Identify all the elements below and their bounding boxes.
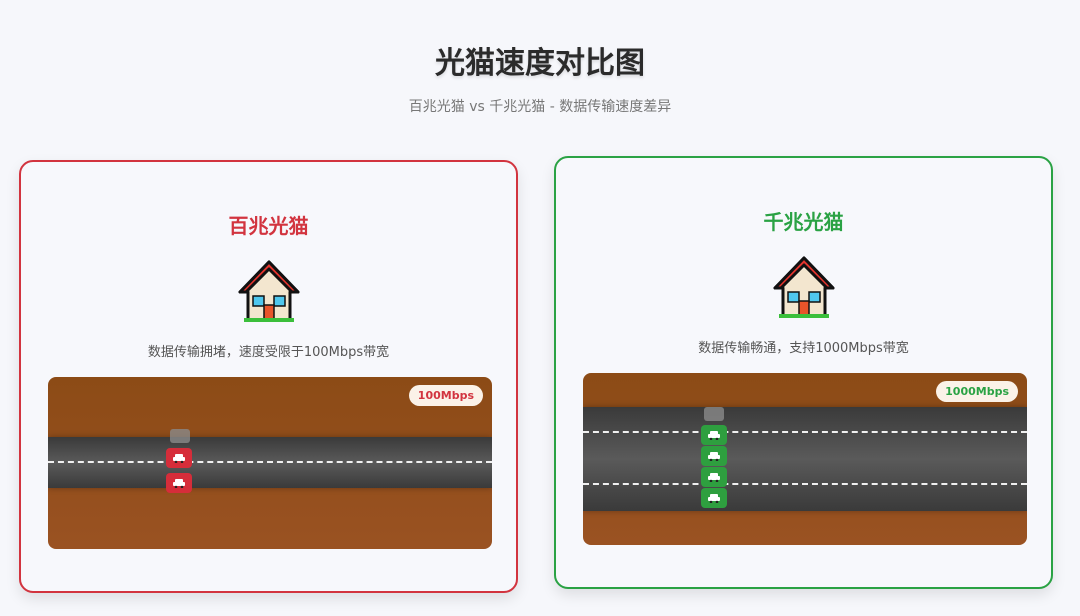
lane-divider	[583, 483, 1027, 485]
road	[48, 437, 492, 488]
road-scene: 100Mbps	[48, 377, 492, 549]
page-title: 光猫速度对比图	[435, 46, 645, 81]
data-packet-car	[166, 448, 192, 468]
card-100mbps: 百兆光猫 数据传输拥堵，速度受限于100Mbps带宽 100Mbps	[19, 160, 518, 593]
car-icon	[708, 473, 720, 482]
house-icon	[238, 260, 299, 322]
house-icon	[773, 256, 834, 318]
page-subtitle: 百兆光猫 vs 千兆光猫 - 数据传输速度差异	[408, 99, 672, 115]
card-1000mbps: 千兆光猫 数据传输畅通，支持1000Mbps带宽 1000Mbps	[554, 156, 1053, 589]
lane-divider	[583, 431, 1027, 433]
data-packet-ghost	[704, 407, 724, 421]
car-icon	[173, 479, 185, 488]
road	[583, 407, 1027, 511]
car-icon	[708, 431, 720, 440]
card-title: 千兆光猫	[763, 210, 844, 234]
speed-badge: 100Mbps	[408, 385, 483, 406]
car-icon	[708, 494, 720, 503]
data-packet-car	[701, 488, 727, 508]
data-packet-car	[701, 425, 727, 445]
speed-badge: 1000Mbps	[936, 381, 1018, 402]
card-description: 数据传输拥堵，速度受限于100Mbps带宽	[147, 345, 390, 360]
lane-divider	[48, 461, 492, 463]
car-icon	[173, 454, 185, 463]
road-scene: 1000Mbps	[583, 373, 1027, 545]
data-packet-car	[701, 446, 727, 466]
card-title: 百兆光猫	[228, 214, 309, 238]
data-packet-car	[701, 467, 727, 487]
data-packet-car	[166, 473, 192, 493]
card-description: 数据传输畅通，支持1000Mbps带宽	[698, 341, 909, 356]
data-packet-ghost	[170, 429, 190, 443]
car-icon	[708, 452, 720, 461]
